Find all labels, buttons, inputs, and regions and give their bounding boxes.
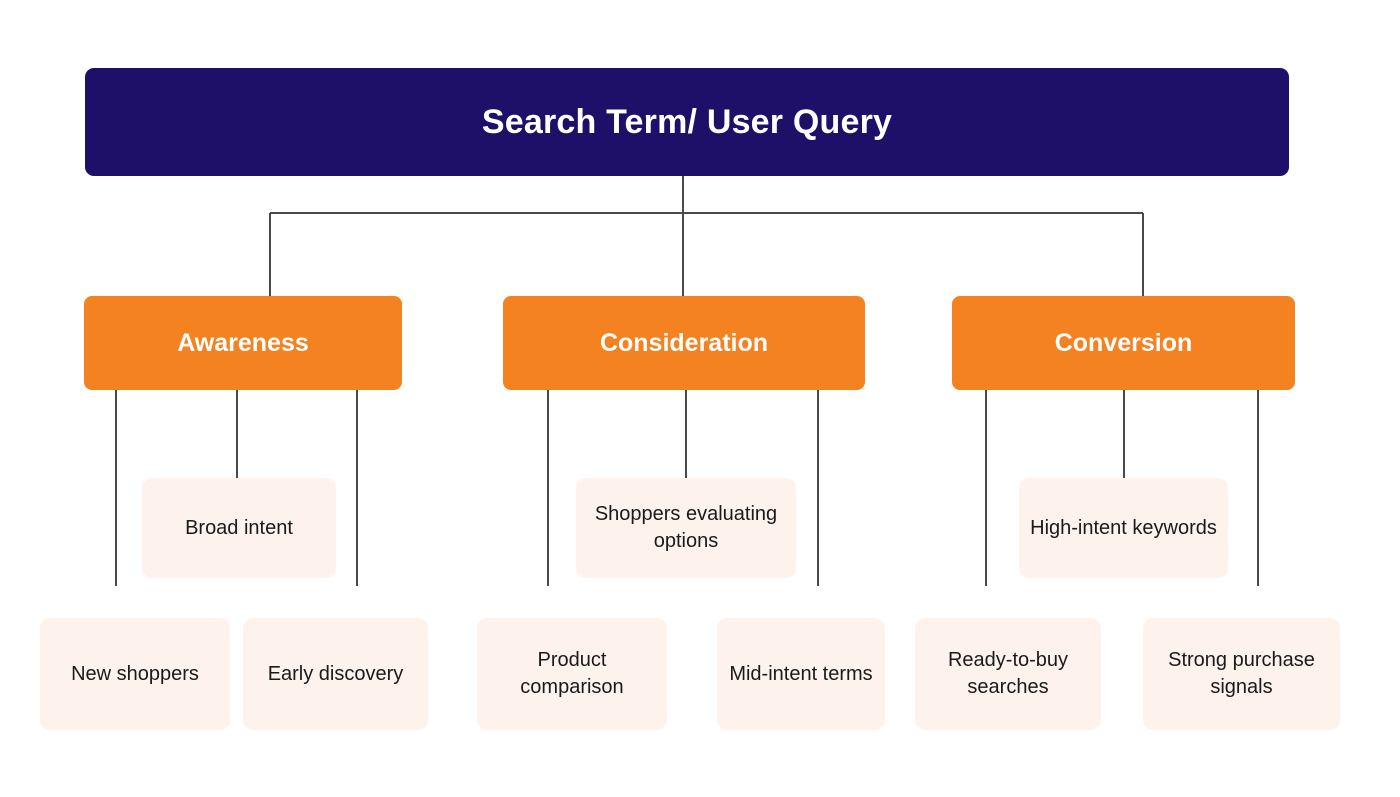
stage-node-consideration[interactable]: Consideration (503, 296, 865, 390)
stage-node-awareness[interactable]: Awareness (84, 296, 402, 390)
mid-node-label-shoppers-evaluating-options: Shoppers evaluating options (594, 503, 778, 552)
leaf-node-label-mid-intent-terms: Mid-intent terms (729, 662, 873, 685)
stage-label-consideration: Consideration (599, 328, 769, 357)
mid-node-high-intent-keywords[interactable]: High-intent keywords (1019, 478, 1228, 578)
leaf-node-strong-purchase-signals[interactable]: Strong purchase signals (1143, 618, 1340, 730)
leaf-node-label-new-shoppers: New shoppers (71, 662, 199, 685)
mid-node-shoppers-evaluating-options[interactable]: Shoppers evaluating options (576, 478, 796, 578)
mid-node-label-high-intent-keywords: High-intent keywords (1030, 516, 1217, 539)
stage-label-awareness: Awareness (177, 328, 309, 357)
stage-node-conversion[interactable]: Conversion (952, 296, 1295, 390)
mid-node-label-broad-intent: Broad intent (185, 516, 293, 539)
leaf-node-new-shoppers[interactable]: New shoppers (40, 618, 230, 730)
leaf-node-early-discovery[interactable]: Early discovery (243, 618, 428, 730)
leaf-node-ready-to-buy-searches[interactable]: Ready-to-buy searches (915, 618, 1101, 730)
root-node-label: Search Term/ User Query (481, 103, 893, 141)
leaf-node-product-comparison[interactable]: Product comparison (477, 618, 667, 730)
leaf-node-label-strong-purchase-signals: Strong purchase signals (1168, 649, 1315, 698)
stage-label-conversion: Conversion (1054, 328, 1193, 357)
root-node-search-term[interactable]: Search Term/ User Query (85, 68, 1289, 176)
mid-node-broad-intent[interactable]: Broad intent (142, 478, 336, 578)
leaf-node-label-early-discovery: Early discovery (267, 662, 404, 685)
leaf-node-mid-intent-terms[interactable]: Mid-intent terms (717, 618, 885, 730)
leaf-node-label-ready-to-buy-searches: Ready-to-buy searches (947, 649, 1069, 698)
leaf-node-label-product-comparison: Product comparison (520, 649, 624, 698)
